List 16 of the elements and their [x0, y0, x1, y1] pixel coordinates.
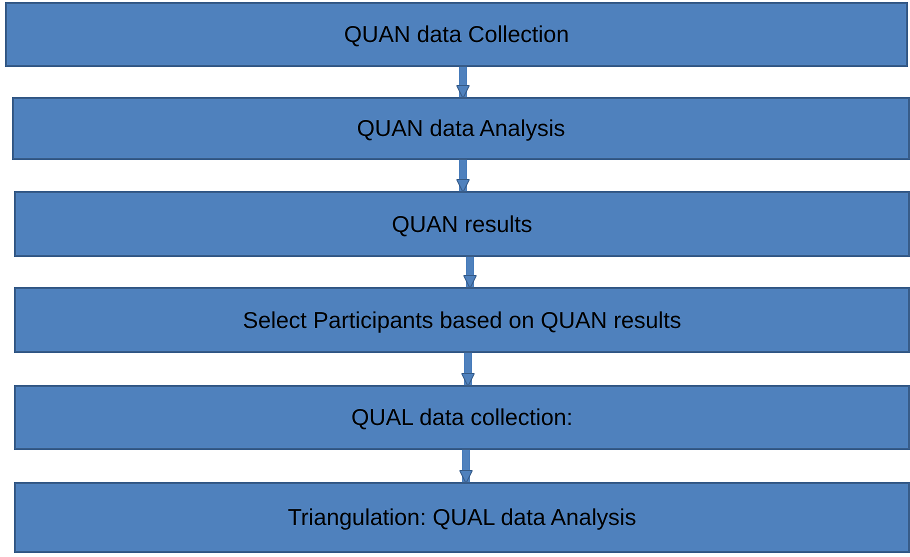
process-box: [14, 287, 910, 353]
box-label: QUAN data Analysis: [356, 115, 566, 142]
box-label: QUAN data Collection: [344, 21, 569, 48]
box-label: Triangulation: QUAL data Analysis: [288, 504, 636, 531]
arrow: [456, 67, 470, 99]
arrow: [463, 257, 477, 289]
process-box: [14, 482, 910, 553]
process-box: [14, 385, 910, 450]
box-label: QUAL data collection:: [351, 404, 573, 431]
process-box: [12, 97, 910, 160]
process-box: [14, 191, 910, 257]
box-label: QUAN results: [392, 210, 532, 238]
arrow: [461, 353, 475, 387]
process-box: [5, 2, 908, 67]
box-label: Select Participants based on QUAN results: [242, 306, 682, 334]
arrow: [456, 160, 470, 193]
